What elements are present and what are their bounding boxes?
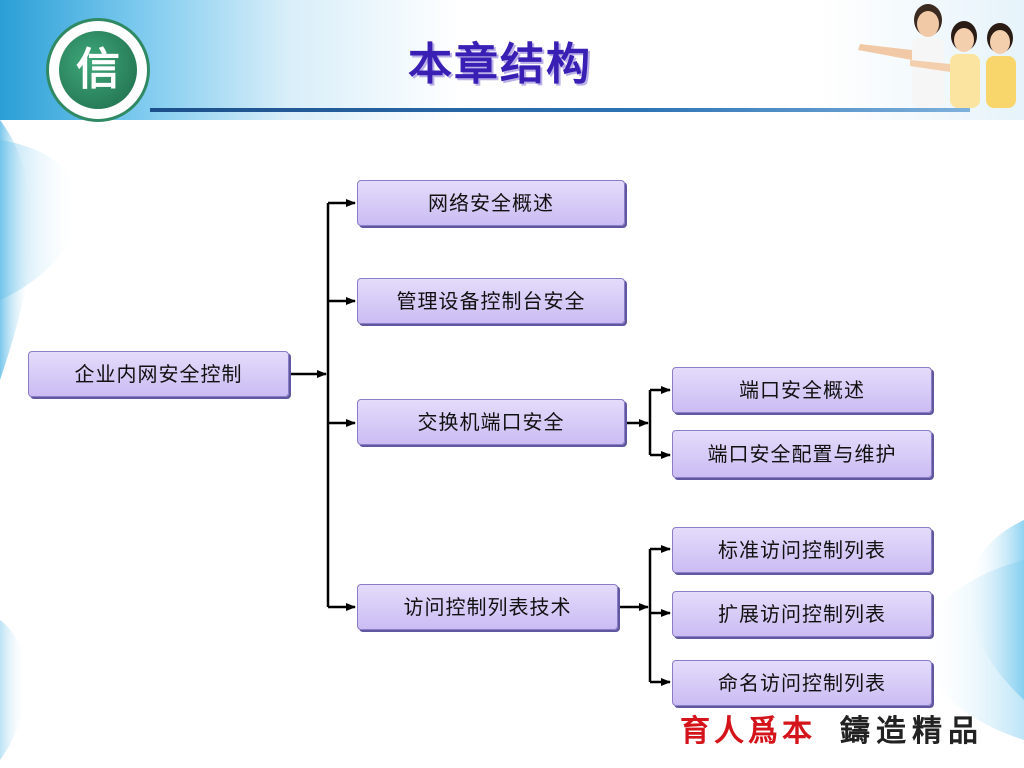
header-divider (150, 108, 970, 112)
node-switch-port-security: 交换机端口安全 (357, 399, 625, 445)
students-illustration (858, 4, 1016, 108)
node-root: 企业内网安全控制 (28, 351, 289, 397)
node-network-security-overview: 网络安全概述 (357, 180, 625, 226)
node-extended-acl: 扩展访问控制列表 (672, 591, 932, 637)
logo-emblem: 信 (59, 31, 137, 109)
node-port-security-config: 端口安全配置与维护 (672, 430, 932, 478)
node-port-security-overview: 端口安全概述 (672, 367, 932, 413)
node-standard-acl: 标准访问控制列表 (672, 527, 932, 573)
slide-title: 本章结构 (408, 39, 592, 90)
footer-slogan: 育人爲本 鑄造精品 (680, 706, 1020, 750)
node-acl-technology: 访问控制列表技术 (357, 584, 618, 630)
logo-glyph: 信 (76, 44, 120, 95)
school-logo: 信 (46, 18, 150, 122)
slogan-black-text: 鑄造精品 (840, 714, 984, 749)
slogan-red-text: 育人爲本 (680, 714, 816, 749)
header-banner (0, 0, 1024, 120)
node-console-security: 管理设备控制台安全 (357, 278, 625, 324)
node-named-acl: 命名访问控制列表 (672, 660, 932, 706)
